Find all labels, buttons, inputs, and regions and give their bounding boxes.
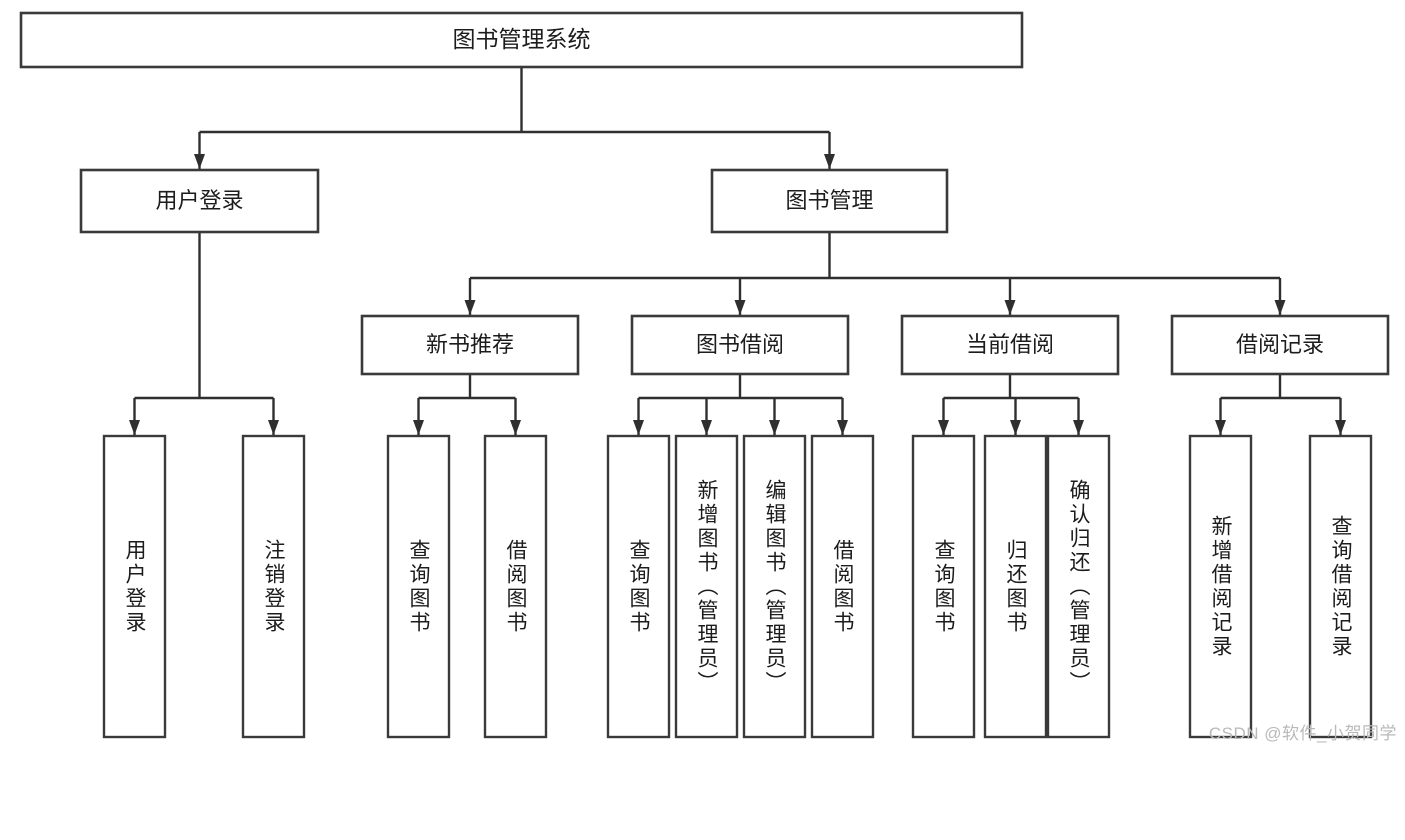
- diagram-root: 图书管理系统用户登录图书管理新书推荐图书借阅当前借阅借阅记录 用户登录注销登录查…: [19, 11, 1397, 743]
- node-book-borrow[interactable]: [630, 314, 850, 376]
- node-new-book-recommend[interactable]: [360, 314, 580, 376]
- arrow-head-icon: [1335, 420, 1346, 435]
- node-leaf-query-record[interactable]: [1308, 434, 1373, 739]
- node-leaf-query-book-2[interactable]: [606, 434, 671, 739]
- node-borrow-record-label: 借阅记录: [1236, 332, 1324, 357]
- node-root-label: 图书管理系统: [453, 26, 591, 52]
- node-leaf-logout-login[interactable]: [241, 434, 306, 739]
- arrow-head-icon: [1215, 420, 1226, 435]
- node-book-manage-label: 图书管理: [785, 188, 873, 213]
- arrow-head-icon: [734, 300, 746, 315]
- arrow-head-icon: [1274, 300, 1286, 315]
- node-leaf-confirm-return[interactable]: [1046, 434, 1111, 739]
- node-leaf-query-book-3[interactable]: [911, 434, 976, 739]
- arrow-head-icon: [1010, 420, 1021, 435]
- watermark: CSDN @软件_小贺同学: [1208, 724, 1397, 743]
- node-book-borrow-label: 图书借阅: [696, 332, 784, 357]
- arrow-head-icon: [464, 300, 476, 315]
- arrow-head-icon: [1073, 420, 1084, 435]
- arrow-head-icon: [769, 420, 780, 435]
- node-leaf-edit-book[interactable]: [742, 434, 807, 739]
- node-book-manage[interactable]: [710, 168, 949, 234]
- node-user-login-label: 用户登录: [155, 188, 243, 213]
- node-root[interactable]: [19, 11, 1024, 69]
- arrow-head-icon: [701, 420, 712, 435]
- connector-layer: [129, 67, 1346, 435]
- node-leaf-borrow-book-2[interactable]: [810, 434, 875, 739]
- node-user-login[interactable]: [79, 168, 320, 234]
- node-leaf-borrow-book-1[interactable]: [483, 434, 548, 739]
- arrow-head-icon: [633, 420, 644, 435]
- arrow-head-icon: [194, 154, 205, 169]
- node-current-borrow-label: 当前借阅: [966, 332, 1054, 357]
- node-new-book-recommend-label: 新书推荐: [426, 332, 514, 357]
- arrow-head-icon: [510, 420, 521, 435]
- node-leaf-add-record[interactable]: [1188, 434, 1253, 739]
- node-leaf-return-book[interactable]: [983, 434, 1048, 739]
- node-leaf-query-book-1[interactable]: [386, 434, 451, 739]
- arrow-head-icon: [837, 420, 848, 435]
- node-leaf-add-book[interactable]: [674, 434, 739, 739]
- node-current-borrow[interactable]: [900, 314, 1120, 376]
- arrow-head-icon: [268, 420, 279, 435]
- arrow-head-icon: [413, 420, 424, 435]
- node-box-layer: [19, 11, 1390, 739]
- arrow-head-icon: [129, 420, 140, 435]
- arrow-head-icon: [938, 420, 949, 435]
- arrow-head-icon: [824, 154, 835, 169]
- node-leaf-user-login[interactable]: [102, 434, 167, 739]
- node-borrow-record[interactable]: [1170, 314, 1390, 376]
- arrow-head-icon: [1004, 300, 1016, 315]
